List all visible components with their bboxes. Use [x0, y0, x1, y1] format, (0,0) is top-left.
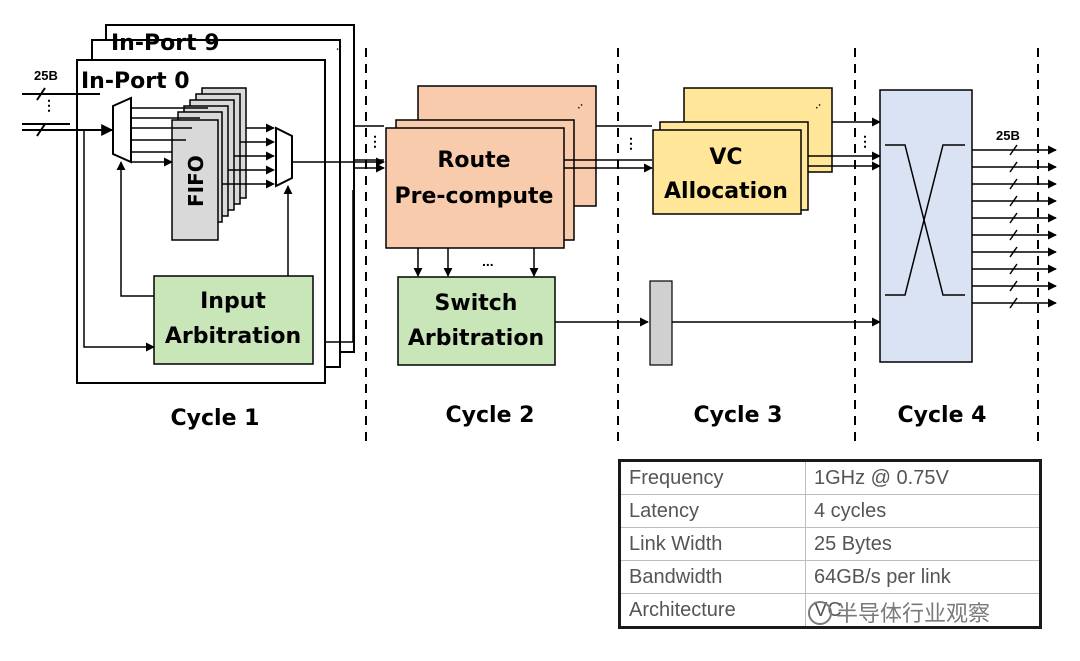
output-bus-slash	[1009, 246, 1018, 258]
input-mux	[275, 126, 293, 188]
cycle-1-label: Cycle 1	[171, 406, 260, 431]
switch-arbitration-box	[397, 276, 556, 366]
spec-value: 64GB/s per link	[805, 560, 1041, 594]
output-width-label: 25B	[996, 128, 1020, 143]
output-bus-slash	[1009, 229, 1018, 241]
watermark: 半导体行业观察	[808, 596, 990, 628]
vc-crossbar-wires	[808, 117, 881, 171]
wechat-icon	[808, 601, 832, 625]
route-vc-wires	[564, 125, 653, 173]
input-dots: ⋮	[42, 97, 56, 113]
switch-arbitration-line1: Switch	[435, 291, 518, 316]
route-line2: Pre-compute	[395, 184, 554, 209]
spec-value: 4 cycles	[805, 494, 1041, 528]
vc-input-dots: ⋮	[624, 135, 638, 151]
cycle-2-label: Cycle 2	[446, 403, 535, 428]
output-bus-slash	[1009, 195, 1018, 207]
route-precompute-stack	[385, 85, 597, 249]
output-bus-slash	[1009, 212, 1018, 224]
output-bus-slash	[1009, 263, 1018, 275]
spec-value: 1GHz @ 0.75V	[805, 460, 1041, 495]
vc-line2: Allocation	[664, 179, 788, 204]
spec-key: Frequency	[619, 460, 806, 495]
input-arbitration-line1: Input	[200, 289, 266, 314]
route-switch-arrows	[413, 248, 539, 277]
output-bus-slash	[1009, 144, 1018, 156]
input-width-label: 25B	[34, 68, 58, 83]
switch-arbitration-line2: Arbitration	[408, 326, 544, 351]
watermark-text: 半导体行业观察	[836, 602, 991, 627]
output-bus-slash	[1009, 178, 1018, 190]
demux-fifo-wires	[131, 107, 208, 167]
route-input-dots: ⋮	[368, 133, 382, 149]
fifo-label: FIFO	[184, 155, 208, 207]
input-arbitration-line2: Arbitration	[165, 324, 301, 349]
spec-key: Latency	[619, 494, 806, 528]
vc-line1: VC	[709, 145, 742, 170]
spec-value: 25 Bytes	[805, 527, 1041, 561]
input-bus	[22, 87, 114, 137]
route-line1: Route	[437, 148, 510, 173]
route-switch-ellipsis: ...	[482, 253, 494, 269]
output-lines	[972, 144, 1057, 309]
spec-key: Architecture	[619, 593, 806, 628]
vc-allocation-stack	[652, 87, 833, 215]
output-bus-slash	[1009, 297, 1018, 309]
input-demux	[112, 96, 132, 164]
output-bus-slash	[1009, 280, 1018, 292]
arbitration-wires	[83, 130, 354, 352]
pipeline-register	[649, 280, 673, 366]
spec-key: Link Width	[619, 527, 806, 561]
crossbar-input-dots: ⋮	[858, 133, 872, 149]
in-port-9-label: In-Port 9	[111, 31, 220, 56]
mux-route-wires	[292, 125, 385, 173]
output-bus-slash	[1009, 161, 1018, 173]
crossbar-x	[885, 144, 965, 296]
cycle-dividers	[365, 48, 1039, 445]
input-arbitration-box	[153, 275, 314, 365]
cycle-4-label: Cycle 4	[898, 403, 987, 428]
cycle-3-label: Cycle 3	[694, 403, 783, 428]
fifo-mux-wires	[222, 123, 275, 189]
spec-key: Bandwidth	[619, 560, 806, 594]
in-port-0-label: In-Port 0	[81, 69, 190, 94]
